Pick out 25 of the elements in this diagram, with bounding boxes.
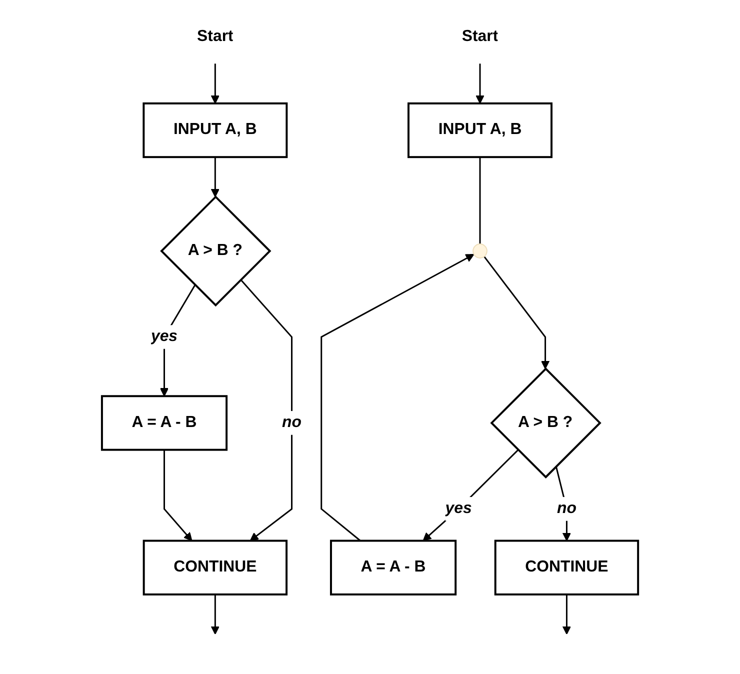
node-box: A = A - B <box>330 540 457 596</box>
edge-label: no <box>282 414 302 431</box>
arrow <box>210 64 220 104</box>
edge-label: no <box>556 500 576 517</box>
node-box: CONTINUE <box>494 540 640 596</box>
node-box: INPUT A, B <box>142 102 288 158</box>
node-circle <box>472 244 488 258</box>
arrow <box>562 594 572 635</box>
node-diamond: A > B ? <box>160 195 272 307</box>
connector <box>479 157 481 244</box>
node-box: CONTINUE <box>142 540 288 596</box>
arrow <box>210 594 220 635</box>
arrow <box>555 466 572 542</box>
node-box: A = A - B <box>100 395 228 451</box>
arrow <box>210 157 220 198</box>
node-text: Start <box>197 28 234 45</box>
arrow <box>240 279 292 542</box>
arrow <box>164 450 192 542</box>
arrow <box>484 256 550 370</box>
node-box: INPUT A, B <box>407 102 552 158</box>
arrow <box>422 449 519 542</box>
arrow <box>320 254 474 542</box>
node-text: Start <box>462 28 498 45</box>
node-diamond: A > B ? <box>490 367 602 479</box>
arrow <box>476 64 484 104</box>
